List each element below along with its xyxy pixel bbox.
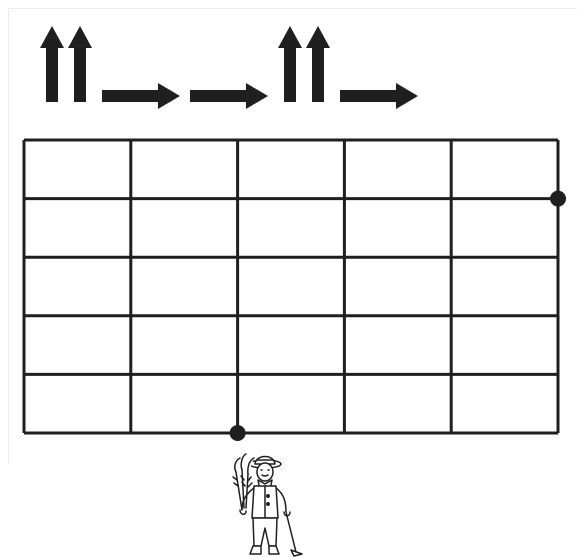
end-dot	[550, 190, 566, 207]
arrow-up-icon	[40, 26, 64, 102]
arrow-right-icon	[340, 83, 418, 109]
arrow-right-icon	[190, 83, 268, 109]
arrow-up-icon	[68, 26, 92, 102]
arrow-up-icon	[278, 26, 302, 102]
farmer-icon	[232, 453, 303, 557]
move-sequence	[40, 26, 418, 109]
arrow-up-icon	[306, 26, 330, 102]
arrow-right-icon	[102, 83, 180, 109]
route-grid	[22, 138, 566, 441]
start-dot	[229, 425, 246, 441]
